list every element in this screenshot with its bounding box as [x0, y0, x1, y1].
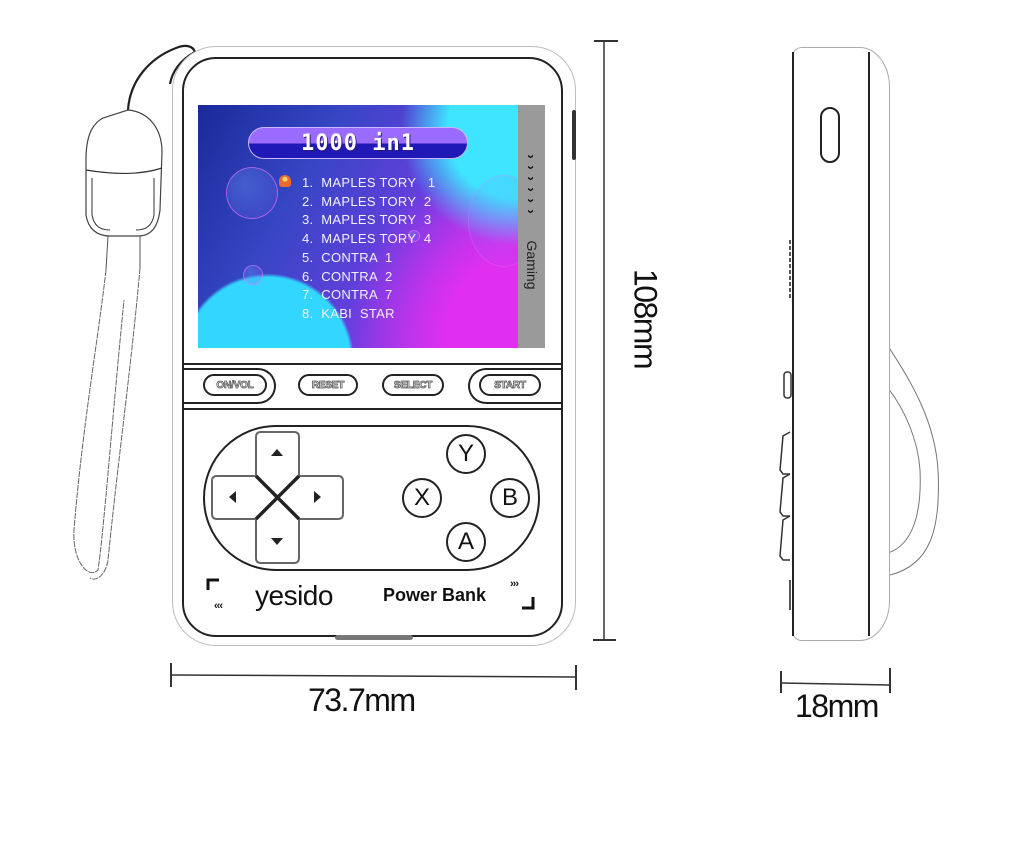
side-strip: › › › › › › Gaming — [518, 105, 545, 348]
corner-brackets — [206, 578, 535, 610]
game-list-item[interactable]: 1. MAPLES TORY 1 — [302, 175, 436, 190]
game-screen: 1000 in1 1. MAPLES TORY 1 2. MAPLES TORY… — [198, 105, 545, 348]
screen-bubble — [243, 265, 263, 285]
onvol-button[interactable]: ON/VOL — [203, 374, 267, 396]
usb-port — [335, 635, 413, 640]
b-label: B — [501, 484, 518, 511]
y-button[interactable]: Y — [446, 434, 486, 474]
arrows-right-icon: ››› — [510, 578, 519, 590]
height-dimension: 108mm — [627, 268, 664, 369]
dimension-lines — [170, 40, 618, 690]
dpad-right-icon — [314, 491, 321, 503]
mushroom-cursor-icon — [279, 175, 291, 187]
front-view: 1000 in1 1. MAPLES TORY 1 2. MAPLES TORY… — [0, 0, 664, 718]
game-list: 1. MAPLES TORY 1 2. MAPLES TORY 2 3. MAP… — [302, 174, 435, 324]
game-list-item[interactable]: 4. MAPLES TORY 4 — [302, 231, 432, 247]
dpad[interactable] — [0, 0, 600, 700]
game-list-item[interactable]: 3. MAPLES TORY 3 — [302, 212, 432, 228]
side-volume-key[interactable] — [572, 110, 576, 160]
game-list-item[interactable]: 6. CONTRA 2 — [302, 268, 393, 284]
a-button[interactable]: A — [446, 522, 486, 562]
width-dimension: 73.7mm — [308, 682, 416, 718]
onvol-housing — [184, 368, 276, 404]
a-label: A — [457, 528, 474, 555]
game-list-item[interactable]: 2. MAPLES TORY 2 — [302, 193, 432, 209]
select-label: SELECT — [393, 379, 433, 391]
screen-bubble — [226, 167, 278, 219]
x-label: X — [413, 484, 430, 511]
side-front-face — [792, 52, 870, 636]
title-text: 1000 in1 — [301, 130, 415, 156]
reset-label: RESET — [311, 379, 345, 391]
start-housing — [468, 368, 562, 404]
select-button[interactable]: SELECT — [382, 374, 444, 396]
dpad-left-icon — [229, 491, 236, 503]
screen-bubble — [408, 230, 420, 242]
product-label: Power Bank — [383, 585, 487, 605]
b-button[interactable]: B — [490, 478, 530, 518]
title-banner: 1000 in1 — [248, 127, 468, 159]
game-list-item[interactable]: 8. KABI STAR — [302, 305, 395, 321]
start-button[interactable]: START — [479, 374, 541, 396]
lanyard-strap — [73, 44, 197, 580]
arrows-left-icon: ‹‹‹ — [214, 600, 223, 612]
power-switch[interactable] — [820, 107, 840, 163]
game-list-item[interactable]: 7. CONTRA 7 — [302, 287, 393, 303]
game-list-item[interactable]: 5. CONTRA 1 — [302, 249, 393, 265]
reset-button[interactable]: RESET — [298, 374, 358, 396]
y-label: Y — [457, 440, 474, 467]
dpad-up-icon — [271, 449, 283, 456]
brand-logo: yesido — [255, 580, 333, 611]
depth-dimension: 18mm — [795, 688, 879, 724]
x-button[interactable]: X — [402, 478, 442, 518]
controller-area — [203, 425, 540, 571]
onvol-label: ON/VOL — [216, 379, 254, 391]
start-label: START — [494, 379, 527, 391]
divider — [182, 363, 563, 365]
divider — [182, 408, 563, 410]
side-body-outline — [792, 47, 890, 641]
dpad-down-icon — [271, 538, 283, 545]
